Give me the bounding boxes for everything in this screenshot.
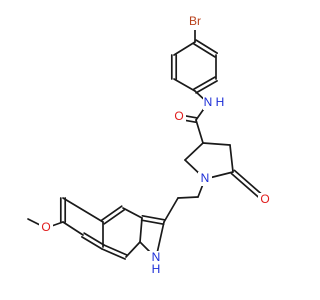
atom-label-ring-n: N	[201, 171, 210, 185]
bond-c15-c16	[139, 217, 143, 243]
atom-label-amide-o: O	[174, 109, 183, 123]
bond-c1-c2	[173, 41, 196, 56]
bond-c18-c17-line-1	[101, 248, 126, 260]
atom-label-indole-h: H	[152, 262, 161, 276]
bond-c14-c15-line-2	[140, 219, 165, 226]
atom-label-amide-h: H	[216, 95, 225, 109]
atom-amide-o: O	[172, 109, 186, 124]
bond-c15-c20	[122, 207, 143, 219]
bond-c14-c15-line-1	[141, 214, 166, 221]
bond-C8-C9	[184, 142, 204, 161]
bond-layer	[27, 21, 268, 260]
atom-ring-n: N	[198, 171, 212, 186]
bond-c18-c17-line-2	[103, 244, 128, 256]
atom-label-methoxy-o: O	[41, 220, 50, 234]
bond-c22-c21	[62, 221, 84, 236]
structure-drawing: Br N H O N O	[27, 14, 272, 279]
bond-C10-C11	[229, 144, 234, 173]
atom-lactam-o: O	[258, 192, 272, 207]
bond-c20-c19-line-1	[100, 205, 123, 222]
bond-C11-C8	[202, 142, 231, 146]
bond-c21-c18-line-1	[81, 236, 103, 250]
bond-c4-c5-line-2	[193, 76, 216, 90]
bond-c21-c18-line-2	[83, 232, 105, 246]
atom-indole-nh: N H	[144, 250, 168, 279]
bond-c6-c1-line-2	[192, 43, 216, 58]
bond-c20-c19-line-2	[103, 208, 126, 225]
atom-methoxy-o: O	[39, 220, 53, 235]
atom-br: Br	[184, 14, 206, 30]
bond-c3-c4	[173, 78, 196, 92]
bond-C12-C13	[177, 196, 199, 199]
bond-c4-c5-line-1	[195, 80, 218, 94]
molecule-diagram: Br N H O N O	[27, 14, 272, 279]
atom-label-br: Br	[189, 14, 201, 28]
bond-C13-c14	[163, 197, 179, 223]
bond-C7-C8	[195, 119, 204, 144]
atom-amide-nh: N H	[203, 95, 225, 110]
atom-label-lactam-o: O	[260, 192, 269, 206]
atom-label-layer: Br N H O N O	[39, 14, 272, 279]
atom-label-amide-n: N	[204, 95, 213, 109]
bond-c17-c16	[125, 241, 141, 258]
atom-label-indole-n: N	[152, 250, 161, 264]
bond-c6-c1-line-1	[195, 39, 219, 54]
bond-c19-c23	[62, 197, 104, 223]
